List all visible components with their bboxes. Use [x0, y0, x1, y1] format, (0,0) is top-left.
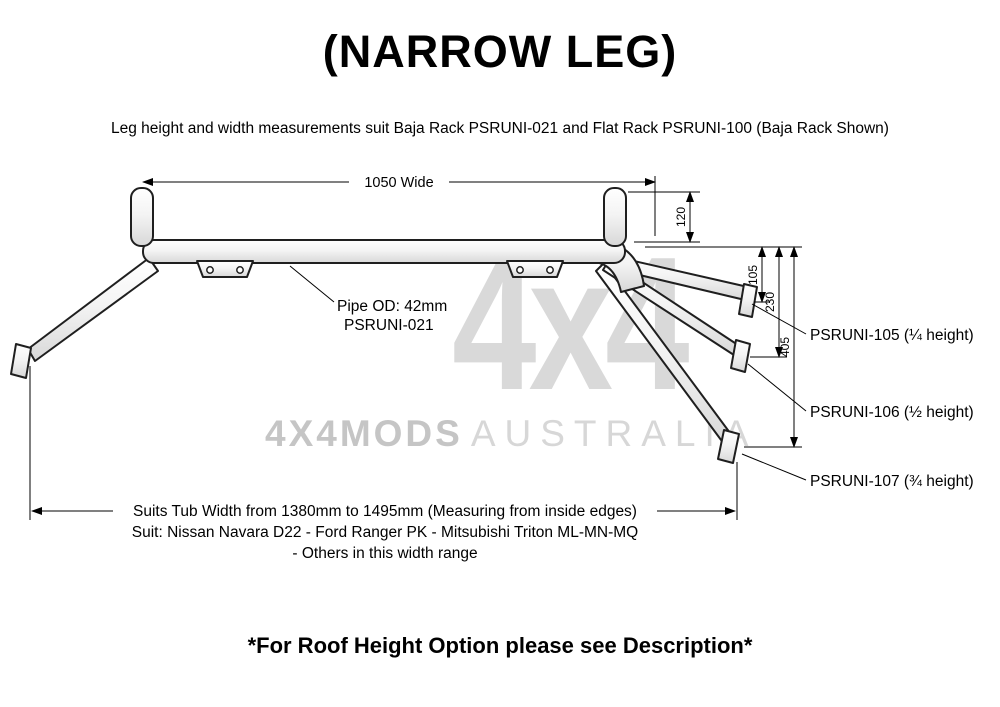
tub-width-note: Suits Tub Width from 1380mm to 1495mm (M… — [133, 503, 637, 520]
pipe-od-label: Pipe OD: 42mm — [337, 298, 447, 315]
right-foot-half — [730, 339, 751, 373]
leg-option-label-three-quarter: PSRUNI-107 (¾ height) — [810, 473, 974, 490]
footer-note: *For Roof Height Option please see Descr… — [247, 633, 753, 658]
watermark-brand-mods: 4X4MODS — [265, 413, 463, 454]
bracket-hole — [236, 266, 244, 274]
right-upright — [603, 187, 627, 247]
quarter-height-dim: 105 — [746, 265, 760, 285]
page-subtitle: Leg height and width measurements suit B… — [111, 120, 889, 137]
half-height-dim: 230 — [763, 292, 777, 312]
left-foot — [10, 343, 32, 379]
width-dimension-label: 1050 Wide — [364, 175, 433, 191]
left-upright — [130, 187, 154, 247]
pipe-part-label: PSRUNI-021 — [344, 317, 434, 334]
cross-bar — [142, 239, 626, 264]
page-title: (NARROW LEG) — [322, 26, 678, 77]
vehicle-suit-note: Suit: Nissan Navara D22 - Ford Ranger PK… — [132, 524, 638, 541]
width-range-note: - Others in this width range — [292, 545, 477, 562]
rack-body — [10, 187, 758, 464]
bracket-hole — [206, 266, 214, 274]
bracket-hole — [546, 266, 554, 274]
watermark-brand-australia: AUSTRALIA — [470, 413, 758, 454]
three-quarter-height-dim: 405 — [778, 337, 792, 357]
left-bracket — [196, 260, 254, 278]
leg-option-label-half: PSRUNI-106 (½ height) — [810, 404, 974, 421]
right-foot-three-quarter — [717, 429, 740, 464]
leg-option-label-quarter: PSRUNI-105 (¼ height) — [810, 327, 974, 344]
right-bracket — [506, 260, 564, 278]
left-leg — [27, 257, 159, 362]
right-foot-quarter — [738, 283, 758, 318]
upright-height-dim: 120 — [674, 207, 688, 227]
bracket-hole — [516, 266, 524, 274]
dimension-texts: 1050 Wide 120 105 230 405 Pipe OD: 42mm … — [132, 172, 974, 562]
